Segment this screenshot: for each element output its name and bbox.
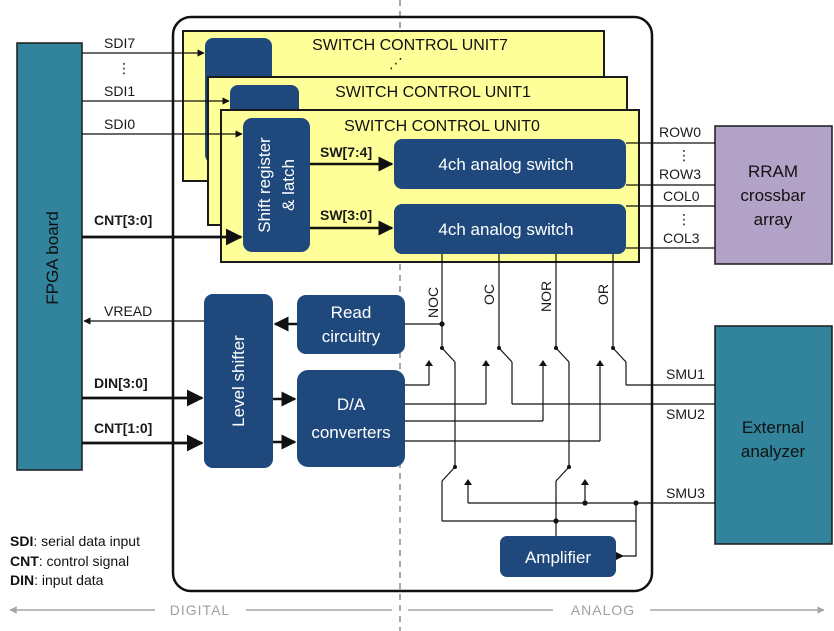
read-circuitry-line1: Read xyxy=(331,303,372,322)
legend-cnt: CNT: control signal xyxy=(10,553,129,569)
smu2-label: SMU2 xyxy=(666,406,705,422)
analog-label: ANALOG xyxy=(571,602,635,618)
crossbar-wires xyxy=(626,142,715,249)
fpga-board xyxy=(16,42,83,471)
legend-din: DIN: input data xyxy=(10,572,104,588)
analyzer-line2: analyzer xyxy=(741,442,806,461)
row-ellipsis: ⋮ xyxy=(677,147,691,163)
fpga-board-label: FPGA board xyxy=(43,211,62,305)
legend-sdi: SDI: serial data input xyxy=(10,533,140,549)
external-analyzer xyxy=(714,325,833,545)
sw30-label: SW[3:0] xyxy=(320,207,372,223)
nor-label: NOR xyxy=(538,281,554,312)
sdi-ellipsis: ⋮ xyxy=(117,60,131,76)
top-switch-row xyxy=(428,347,627,467)
digital-label: DIGITAL xyxy=(170,602,230,618)
unit0-label: SWITCH CONTROL UNIT0 xyxy=(344,118,540,135)
junction-noc xyxy=(439,321,445,327)
node-wires xyxy=(441,254,614,348)
din30-label: DIN[3:0] xyxy=(94,375,148,391)
row0-label: ROW0 xyxy=(659,124,701,140)
unit1-label: SWITCH CONTROL UNIT1 xyxy=(335,84,531,101)
rram-crossbar-array xyxy=(714,125,833,265)
shift-register-latch xyxy=(243,118,310,252)
read-circuitry-line2: circuitry xyxy=(322,327,381,346)
legend: SDI: serial data input CNT: control sign… xyxy=(10,533,140,588)
rram-line1: RRAM xyxy=(748,162,798,181)
oc-label: OC xyxy=(481,284,497,305)
sdi0-label: SDI0 xyxy=(104,116,135,132)
da-line2: converters xyxy=(311,423,390,442)
top-switch-contacts xyxy=(425,346,615,366)
vread-label: VREAD xyxy=(104,303,152,319)
smu1-label: SMU1 xyxy=(666,366,705,382)
smu3-label: SMU3 xyxy=(666,485,705,501)
cnt30-label: CNT[3:0] xyxy=(94,212,152,228)
bottom-switch-contacts xyxy=(453,465,639,560)
cnt10-label: CNT[1:0] xyxy=(94,420,152,436)
unit7-label: SWITCH CONTROL UNIT7 xyxy=(312,37,508,54)
or-label: OR xyxy=(595,284,611,305)
analog-switch-upper xyxy=(394,139,626,189)
sdi1-label: SDI1 xyxy=(104,83,135,99)
smu-wires xyxy=(512,384,715,504)
noc-label: NOC xyxy=(425,287,441,318)
read-circuitry xyxy=(297,295,405,354)
analyzer-line1: External xyxy=(742,418,804,437)
analog-switch-lower-label: 4ch analog switch xyxy=(438,220,573,239)
sdi7-label: SDI7 xyxy=(104,35,135,51)
sw74-label: SW[7:4] xyxy=(320,144,372,160)
col3-label: COL3 xyxy=(663,230,700,246)
main-enclosure xyxy=(171,15,654,593)
shift-register-line1: Shift register xyxy=(255,137,274,233)
shift-register-line2: & latch xyxy=(279,159,298,211)
unit-ellipsis: ⋰ xyxy=(389,55,403,71)
analog-switch-lower xyxy=(394,204,626,254)
rram-line3: array xyxy=(754,210,793,229)
rram-line2: crossbar xyxy=(740,186,806,205)
row3-label: ROW3 xyxy=(659,166,701,182)
amplifier-label: Amplifier xyxy=(525,548,591,567)
da-line1: D/A xyxy=(337,395,366,414)
col0-label: COL0 xyxy=(663,188,700,204)
da-converters xyxy=(297,370,405,467)
analog-switch-upper-label: 4ch analog switch xyxy=(438,155,573,174)
amplifier xyxy=(500,536,616,577)
level-shifter xyxy=(204,294,273,468)
dac-output-wires xyxy=(405,384,600,442)
col-ellipsis: ⋮ xyxy=(677,211,691,227)
level-shifter-label: Level shifter xyxy=(229,335,248,427)
